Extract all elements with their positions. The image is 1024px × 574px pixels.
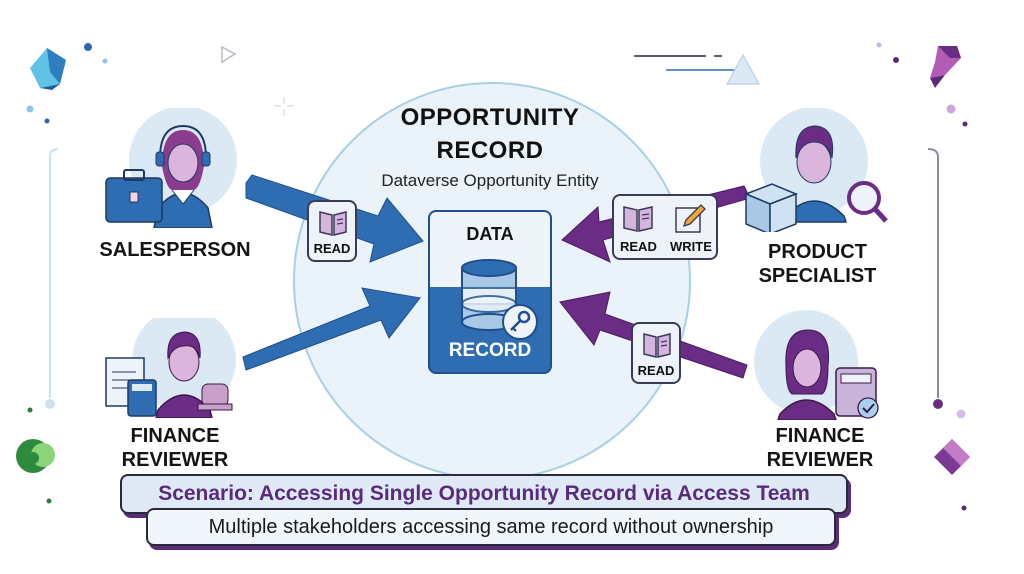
key-icon — [502, 304, 538, 340]
dataverse-logo-icon — [30, 48, 66, 90]
read-book-icon — [623, 206, 653, 232]
center-title-line2: RECORD — [436, 137, 544, 164]
role-label-line1: FINANCE — [130, 425, 220, 447]
read-label: READ — [313, 241, 351, 256]
permission-badge-finance-reviewer-right: READ — [631, 322, 681, 384]
finance-reviewer-left-avatar — [105, 318, 236, 418]
write-label: WRITE — [670, 239, 712, 254]
stamp-icon — [197, 383, 233, 411]
role-label-line2: REVIEWER — [766, 449, 874, 471]
dynamics-logo-icon — [16, 439, 55, 473]
scenario-title-banner: Scenario: Accessing Single Opportunity R… — [120, 474, 848, 514]
role-label-line1: PRODUCT — [768, 241, 867, 263]
magnifier-icon — [847, 181, 888, 223]
permission-badge-product-specialist: READ WRITE — [612, 194, 718, 260]
role-label-line1: FINANCE — [775, 425, 865, 447]
role-label-line2: SPECIALIST — [758, 265, 877, 287]
power-apps-logo-icon — [930, 46, 961, 88]
role-label-finance-reviewer-left: FINANCE REVIEWER — [95, 424, 255, 472]
play-triangle-icon — [221, 45, 237, 64]
salesperson-avatar — [105, 108, 237, 228]
product-specialist-avatar — [743, 108, 888, 232]
data-card-label: DATA — [466, 224, 514, 244]
read-book-icon — [319, 211, 347, 236]
power-platform-logo-icon — [934, 439, 970, 475]
briefcase-icon — [105, 169, 163, 223]
record-card-label: RECORD — [448, 340, 532, 361]
arrow-finance-reviewer-left — [242, 287, 421, 371]
role-label-finance-reviewer-right: FINANCE REVIEWER — [740, 424, 900, 472]
role-label-product-specialist: PRODUCT SPECIALIST — [740, 240, 895, 288]
permission-badge-salesperson: READ — [307, 200, 357, 262]
read-label: READ — [637, 363, 675, 378]
write-pencil-icon — [675, 204, 706, 233]
sparkle-icon — [274, 97, 294, 116]
role-label-line2: REVIEWER — [121, 449, 229, 471]
data-record-card[interactable]: DATA RECORD — [428, 210, 552, 374]
center-title-line1: OPPORTUNITY — [400, 104, 580, 131]
checkmark-icon — [857, 397, 879, 419]
finance-reviewer-right-avatar — [754, 310, 879, 420]
scenario-description-banner: Multiple stakeholders accessing same rec… — [146, 508, 836, 546]
center-subtitle: Dataverse Opportunity Entity — [381, 171, 599, 190]
role-label-salesperson: SALESPERSON — [99, 239, 251, 261]
package-box-icon — [743, 183, 799, 232]
read-label: READ — [620, 239, 657, 254]
read-book-icon — [643, 333, 671, 358]
calculator-icon — [127, 379, 157, 417]
